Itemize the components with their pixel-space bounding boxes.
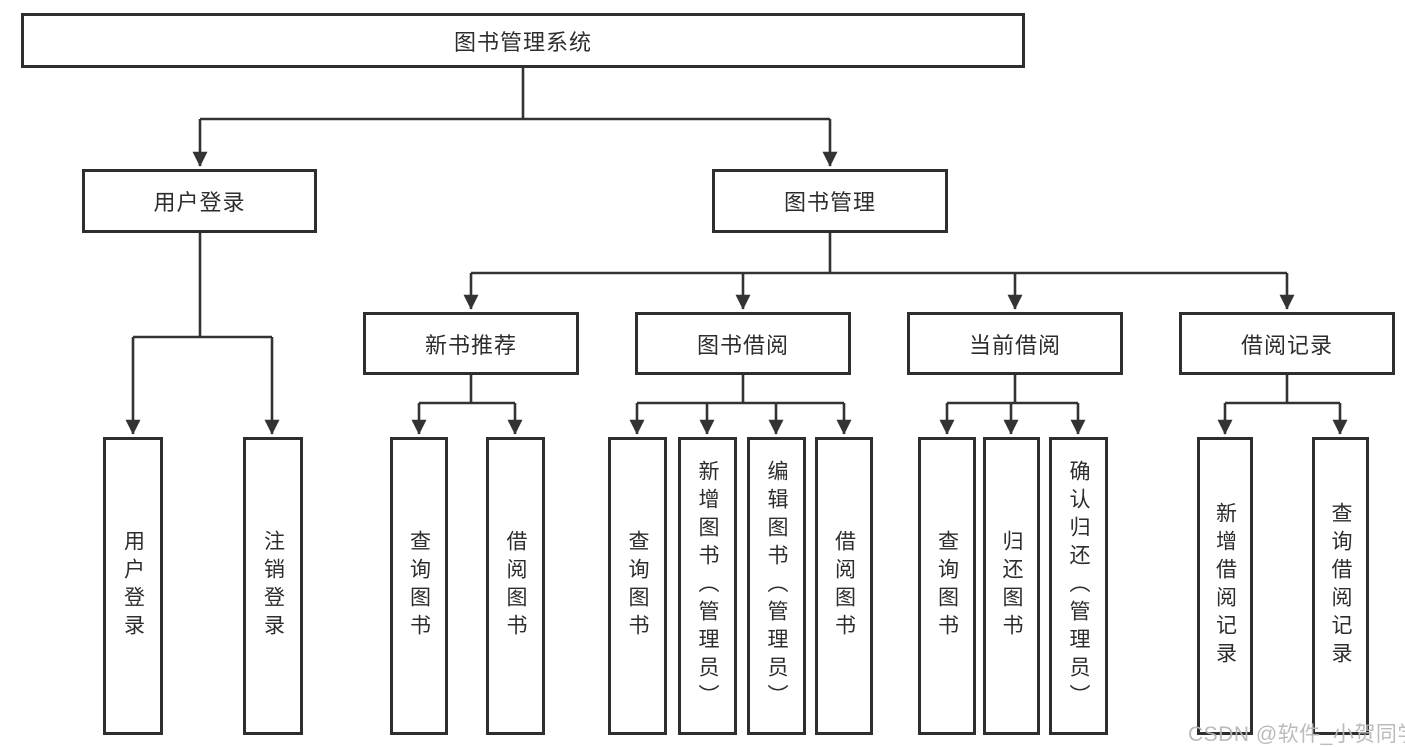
node-label: 用户登录 <box>153 190 246 215</box>
leaf-confirm-return-admin: 确认归还（管理员） <box>1049 437 1108 735</box>
leaf-logout: 注销登录 <box>243 437 303 735</box>
leaf-label: 用户登录 <box>121 530 145 642</box>
csdn-watermark: CSDN @软件_小贺同学 <box>1188 723 1405 746</box>
node-label: 借阅记录 <box>1240 332 1333 358</box>
leaf-label: 查询图书 <box>935 530 959 642</box>
node-new-book-recommend: 新书推荐 <box>363 312 579 375</box>
leaf-label: 查询图书 <box>407 530 431 642</box>
leaf-return-book: 归还图书 <box>983 437 1040 735</box>
leaf-edit-book-admin: 编辑图书（管理员） <box>747 437 806 735</box>
node-current-borrowing: 当前借阅 <box>907 312 1123 375</box>
leaf-label: 新增图书（管理员） <box>696 460 719 712</box>
node-book-management-branch: 图书管理 <box>712 169 948 233</box>
leaf-query-books-current: 查询图书 <box>918 437 976 735</box>
leaf-user-login: 用户登录 <box>103 437 163 735</box>
leaf-label: 借阅图书 <box>504 530 527 642</box>
leaf-borrow-books-recommend: 借阅图书 <box>486 437 545 735</box>
leaf-label: 借阅图书 <box>832 530 856 642</box>
leaf-borrow-books-borrowing: 借阅图书 <box>815 437 873 735</box>
node-label: 新书推荐 <box>424 332 517 358</box>
node-book-borrowing: 图书借阅 <box>635 312 851 375</box>
leaf-query-borrow-record: 查询借阅记录 <box>1312 437 1369 735</box>
leaf-query-books-recommend: 查询图书 <box>390 437 448 735</box>
leaf-label: 查询图书 <box>626 530 649 642</box>
leaf-label: 归还图书 <box>1000 530 1023 642</box>
node-user-login-branch: 用户登录 <box>82 169 317 233</box>
leaf-add-borrow-record: 新增借阅记录 <box>1197 437 1253 735</box>
node-borrowing-records: 借阅记录 <box>1179 312 1395 375</box>
node-root-library-management-system: 图书管理系统 <box>21 13 1025 68</box>
leaf-label: 编辑图书（管理员） <box>765 460 788 712</box>
node-label: 图书管理 <box>783 190 876 215</box>
leaf-label: 确认归还（管理员） <box>1067 460 1090 712</box>
node-label: 图书借阅 <box>696 332 789 358</box>
leaf-query-books-borrowing: 查询图书 <box>608 437 667 735</box>
node-label: 图书管理系统 <box>453 29 592 55</box>
leaf-label: 注销登录 <box>261 530 285 642</box>
leaf-label: 新增借阅记录 <box>1213 502 1237 670</box>
leaf-label: 查询借阅记录 <box>1329 502 1352 670</box>
node-label: 当前借阅 <box>968 332 1061 358</box>
leaf-add-book-admin: 新增图书（管理员） <box>678 437 737 735</box>
